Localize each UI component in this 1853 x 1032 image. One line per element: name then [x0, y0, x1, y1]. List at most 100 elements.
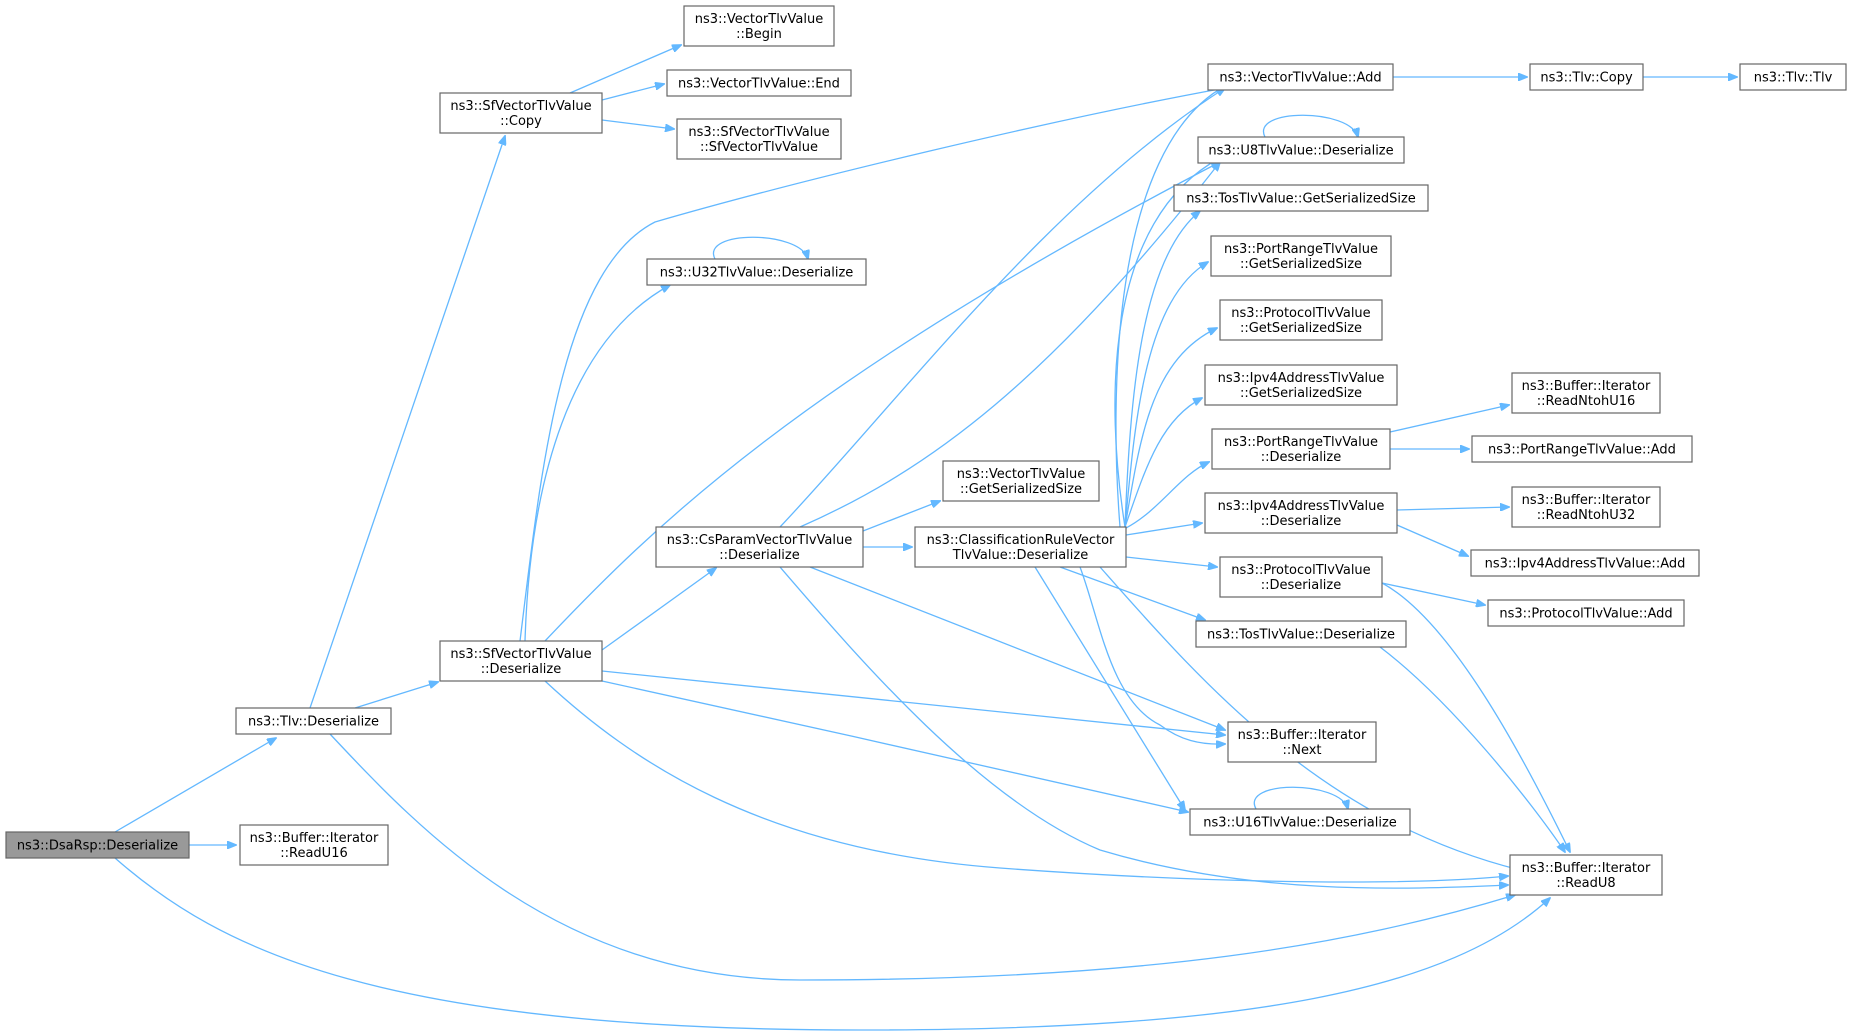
- node-label: ns3::U8TlvValue::Deserialize: [1208, 144, 1393, 159]
- node-box: [1197, 136, 1405, 164]
- node-label: ns3::DsaRsp::Deserialize: [17, 839, 178, 854]
- node-sfv_deser[interactable]: ns3::SfVectorTlvValue::Deserialize: [439, 640, 603, 682]
- node-box: [1207, 63, 1394, 91]
- edge-sfv_deser-to-cspv_deser: [601, 568, 716, 651]
- node-box: [1173, 184, 1429, 212]
- edge-crv_deser-to-proto_deser: [1125, 556, 1217, 567]
- node-ipv4_gss[interactable]: ns3::Ipv4AddressTlvValue::GetSerializedS…: [1204, 364, 1398, 406]
- node-label: ns3::VectorTlvValue::Add: [1219, 71, 1381, 86]
- node-label: ns3::VectorTlvValue: [695, 12, 823, 27]
- edge-dsarsp_deser-to-bi_readu8: [114, 857, 1550, 1031]
- node-label: ::ReadNtohU32: [1537, 508, 1636, 523]
- node-dsarsp_deser[interactable]: ns3::DsaRsp::Deserialize: [5, 831, 190, 859]
- node-label: ns3::Buffer::Iterator: [1522, 493, 1651, 508]
- node-label: ns3::Buffer::Iterator: [1522, 379, 1651, 394]
- node-tos_gss[interactable]: ns3::TosTlvValue::GetSerializedSize: [1173, 184, 1429, 212]
- node-box: [646, 258, 867, 286]
- node-box: [1211, 428, 1391, 470]
- node-label: ns3::Ipv4AddressTlvValue: [1218, 499, 1385, 514]
- node-cspv_deser[interactable]: ns3::CsParamVectorTlvValue::Deserialize: [655, 526, 864, 568]
- node-label: ns3::ClassificationRuleVector: [927, 533, 1115, 548]
- edge-tlv_deser-to-sfv_deser: [354, 682, 438, 709]
- edge-cspv_deser-to-vtv_gss: [862, 501, 940, 532]
- node-tlv_deser[interactable]: ns3::Tlv::Deserialize: [235, 707, 392, 735]
- node-pr_add[interactable]: ns3::PortRangeTlvValue::Add: [1471, 435, 1693, 463]
- node-sfv_ctor[interactable]: ns3::SfVectorTlvValue::SfVectorTlvValue: [676, 118, 842, 160]
- node-label: ns3::VectorTlvValue::End: [678, 77, 840, 92]
- edge-dsarsp_deser-to-tlv_deser: [114, 738, 276, 833]
- node-label: ns3::PortRangeTlvValue: [1224, 435, 1378, 450]
- edge-sfv_deser-to-bi_readu8: [544, 680, 1508, 883]
- node-bi_readu8[interactable]: ns3::Buffer::Iterator::ReadU8: [1509, 854, 1663, 896]
- edge-sfv_deser-to-u8_deser: [544, 162, 1220, 642]
- node-label: ::ReadU16: [280, 846, 347, 861]
- node-ipv4_add[interactable]: ns3::Ipv4AddressTlvValue::Add: [1470, 549, 1700, 577]
- edge-ipv4_deser-to-ipv4_add: [1396, 524, 1468, 556]
- node-sfv_copy[interactable]: ns3::SfVectorTlvValue::Copy: [439, 92, 603, 134]
- node-pr_gss[interactable]: ns3::PortRangeTlvValue::GetSerializedSiz…: [1210, 235, 1392, 277]
- edge-crv_deser-to-pr_gss: [1124, 262, 1208, 528]
- node-tos_deser[interactable]: ns3::TosTlvValue::Deserialize: [1195, 620, 1407, 648]
- edge-sfv_deser-to-bi_next: [601, 670, 1225, 735]
- node-label: ns3::Tlv::Deserialize: [248, 715, 379, 730]
- node-box: [5, 831, 190, 859]
- node-label: ns3::ProtocolTlvValue: [1231, 563, 1370, 578]
- edge-crv_deser-to-tos_gss: [1124, 211, 1200, 528]
- node-box: [1509, 854, 1663, 896]
- node-box: [655, 526, 864, 568]
- edge-sfv_copy-to-sfv_ctor: [601, 119, 674, 129]
- node-box: [942, 460, 1100, 502]
- edge-ipv4_deser-to-bi_readntohu32: [1396, 507, 1509, 510]
- edge-cspv_deser-to-u8_deser: [799, 162, 1220, 528]
- node-bi_next[interactable]: ns3::Buffer::Iterator::Next: [1227, 721, 1377, 763]
- edge-tos_deser-to-bi_readu8: [1379, 646, 1565, 852]
- node-label: ns3::U16TlvValue::Deserialize: [1203, 816, 1397, 831]
- node-box: [1219, 556, 1383, 598]
- node-box: [914, 526, 1127, 568]
- node-proto_gss[interactable]: ns3::ProtocolTlvValue::GetSerializedSize: [1219, 299, 1383, 341]
- node-u8_deser[interactable]: ns3::U8TlvValue::Deserialize: [1197, 136, 1405, 164]
- edge-sfv_copy-to-vtv_end: [601, 84, 664, 101]
- node-label: ns3::TosTlvValue::Deserialize: [1207, 628, 1395, 643]
- node-label: ns3::PortRangeTlvValue: [1224, 242, 1378, 257]
- edge-pr_deser-to-bi_readntohu16: [1389, 405, 1509, 433]
- node-crv_deser[interactable]: ns3::ClassificationRuleVectorTlvValue::D…: [914, 526, 1127, 568]
- node-u32_deser[interactable]: ns3::U32TlvValue::Deserialize: [646, 258, 867, 286]
- edge-crv_deser-to-u16_deser: [1034, 566, 1185, 810]
- node-vtv_begin[interactable]: ns3::VectorTlvValue::Begin: [683, 5, 835, 47]
- node-label: ::Deserialize: [1261, 578, 1342, 593]
- node-bi_readu16[interactable]: ns3::Buffer::Iterator::ReadU16: [239, 824, 389, 866]
- node-box: [1227, 721, 1377, 763]
- node-label: ns3::Ipv4AddressTlvValue: [1218, 371, 1385, 386]
- node-label: ::GetSerializedSize: [1240, 386, 1362, 401]
- node-tlv_tlv[interactable]: ns3::Tlv::Tlv: [1739, 63, 1847, 91]
- node-label: ::ReadNtohU16: [1537, 394, 1636, 409]
- call-edges: [114, 45, 1737, 1031]
- edge-proto_deser-to-proto_add: [1381, 582, 1485, 605]
- node-bi_readntohu16[interactable]: ns3::Buffer::Iterator::ReadNtohU16: [1511, 372, 1661, 414]
- node-tlv_copy[interactable]: ns3::Tlv::Copy: [1529, 63, 1644, 91]
- edge-proto_deser-to-bi_readu8: [1381, 582, 1570, 852]
- node-box: [1487, 599, 1685, 627]
- node-label: ns3::PortRangeTlvValue::Add: [1488, 443, 1676, 458]
- function-nodes: ns3::DsaRsp::Deserialize ns3::Tlv::Deseri…: [5, 5, 1847, 896]
- node-label: ::Deserialize: [1261, 450, 1342, 465]
- edge-cspv_deser-to-vtv_add: [779, 88, 1225, 528]
- node-pr_deser[interactable]: ns3::PortRangeTlvValue::Deserialize: [1211, 428, 1391, 470]
- node-box: [676, 118, 842, 160]
- node-vtv_end[interactable]: ns3::VectorTlvValue::End: [666, 69, 852, 97]
- node-proto_add[interactable]: ns3::ProtocolTlvValue::Add: [1487, 599, 1685, 627]
- node-ipv4_deser[interactable]: ns3::Ipv4AddressTlvValue::Deserialize: [1204, 492, 1398, 534]
- node-label: ::Deserialize: [1261, 514, 1342, 529]
- node-vtv_add[interactable]: ns3::VectorTlvValue::Add: [1207, 63, 1394, 91]
- node-bi_readntohu32[interactable]: ns3::Buffer::Iterator::ReadNtohU32: [1511, 486, 1661, 528]
- node-box: [666, 69, 852, 97]
- edge-cspv_deser-to-bi_readu8: [779, 566, 1508, 888]
- node-vtv_gss[interactable]: ns3::VectorTlvValue::GetSerializedSize: [942, 460, 1100, 502]
- node-u16_deser[interactable]: ns3::U16TlvValue::Deserialize: [1189, 808, 1411, 836]
- edge-crv_deser-to-vtv_add: [1115, 86, 1225, 528]
- node-proto_deser[interactable]: ns3::ProtocolTlvValue::Deserialize: [1219, 556, 1383, 598]
- node-label: ::Deserialize: [481, 662, 562, 677]
- node-box: [1511, 486, 1661, 528]
